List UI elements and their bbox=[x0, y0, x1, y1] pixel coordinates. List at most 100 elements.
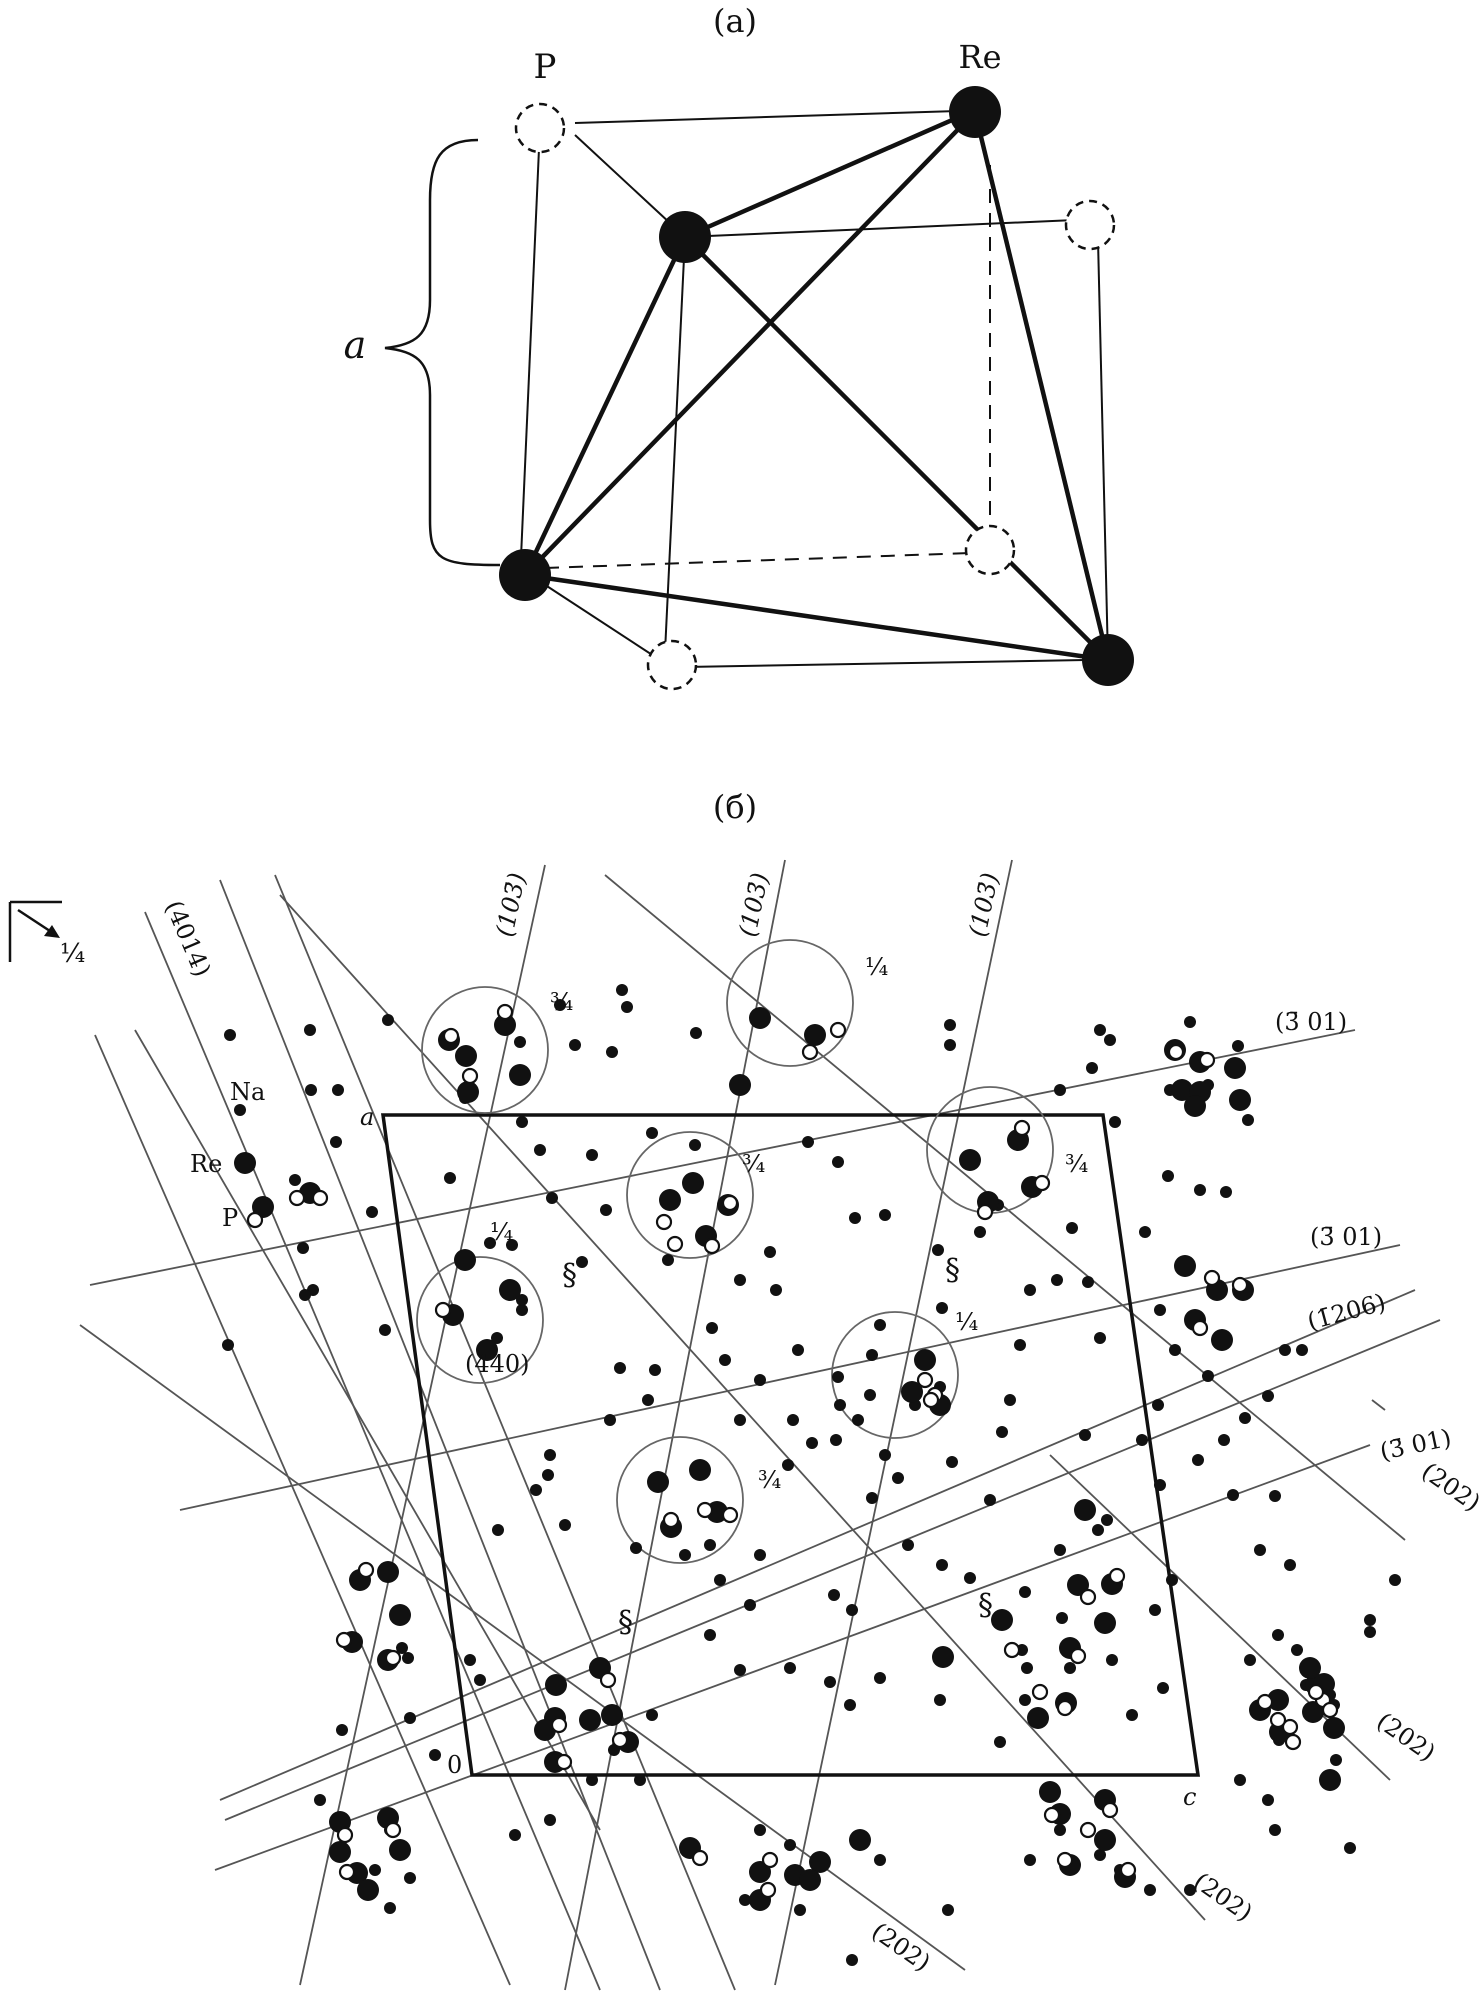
re-atom bbox=[1299, 1657, 1321, 1679]
plane-line-202-3 bbox=[79, 1324, 966, 1971]
plane-label: (3̄ 01) bbox=[1377, 1423, 1453, 1465]
p-atom bbox=[1031, 1683, 1049, 1701]
plane-label: (1̄206) bbox=[1304, 1288, 1388, 1336]
fraction-label: ¾ bbox=[550, 988, 573, 1016]
na-atom bbox=[1126, 1709, 1138, 1721]
na-atom bbox=[516, 1294, 528, 1306]
na-atom bbox=[289, 1174, 301, 1186]
na-atom bbox=[616, 984, 628, 996]
na-atom bbox=[787, 1414, 799, 1426]
re-atom bbox=[932, 1646, 954, 1668]
cell-label-origin: 0 bbox=[447, 1751, 462, 1779]
p-atom bbox=[434, 1301, 452, 1319]
p-atoms bbox=[514, 102, 1116, 691]
p-atom bbox=[1064, 199, 1116, 251]
re-atom bbox=[659, 1189, 681, 1211]
na-atom bbox=[559, 1519, 571, 1531]
na-atom bbox=[1344, 1842, 1356, 1854]
na-atom bbox=[1269, 1490, 1281, 1502]
na-atom bbox=[734, 1274, 746, 1286]
re-atom bbox=[476, 1339, 498, 1361]
na-atom bbox=[1136, 1434, 1148, 1446]
na-atom bbox=[714, 1574, 726, 1586]
na-atom bbox=[874, 1672, 886, 1684]
section-mark: § bbox=[978, 1588, 993, 1623]
na-atom bbox=[1092, 1524, 1104, 1536]
na-atom bbox=[754, 1549, 766, 1561]
na-atom bbox=[802, 1136, 814, 1148]
na-atom bbox=[734, 1664, 746, 1676]
na-atom bbox=[936, 1302, 948, 1314]
na-atom bbox=[586, 1149, 598, 1161]
p-atom bbox=[599, 1671, 617, 1689]
na-atom bbox=[224, 1029, 236, 1041]
p-atom bbox=[1056, 1851, 1074, 1869]
unit-cell bbox=[380, 1113, 1201, 1777]
plane-line-103-3 bbox=[774, 859, 1013, 1986]
plane-label: (103̄) bbox=[733, 870, 774, 939]
p-atom bbox=[691, 1849, 709, 1867]
na-atom bbox=[404, 1712, 416, 1724]
na-atom bbox=[964, 1572, 976, 1584]
section-mark: § bbox=[945, 1253, 960, 1288]
na-atom bbox=[1024, 1854, 1036, 1866]
na-atom bbox=[542, 1469, 554, 1481]
na-atom bbox=[1004, 1394, 1016, 1406]
na-atom bbox=[1284, 1559, 1296, 1571]
p-atom bbox=[1198, 1051, 1216, 1069]
p-atom bbox=[1079, 1588, 1097, 1606]
na-atom bbox=[1254, 1544, 1266, 1556]
na-atom bbox=[509, 1829, 521, 1841]
na-atom bbox=[630, 1542, 642, 1554]
na-atom bbox=[1066, 1222, 1078, 1234]
re-atom bbox=[1184, 1095, 1206, 1117]
label-a: a bbox=[344, 323, 367, 367]
plane-label: (440) bbox=[465, 1350, 530, 1378]
fraction-labels: ¾ ¼ ¾ ¾ ¼ ¼ ¾ bbox=[490, 953, 1088, 1494]
na-atom bbox=[690, 1027, 702, 1039]
na-atom bbox=[1364, 1614, 1376, 1626]
na-atom bbox=[679, 1549, 691, 1561]
p-atom bbox=[1321, 1701, 1339, 1719]
re-atom bbox=[1094, 1829, 1116, 1851]
na-atom bbox=[1051, 1274, 1063, 1286]
arrow-label: ¼ bbox=[60, 939, 85, 969]
na-atom bbox=[576, 1256, 588, 1268]
na-atom bbox=[1194, 1184, 1206, 1196]
p-atom bbox=[514, 102, 566, 154]
plane-line-4014-c bbox=[274, 874, 736, 1991]
na-atom bbox=[332, 1084, 344, 1096]
na-atom bbox=[832, 1156, 844, 1168]
panel-b-caption: (б) bbox=[713, 788, 757, 826]
na-atom bbox=[429, 1749, 441, 1761]
na-atom bbox=[1054, 1084, 1066, 1096]
p-atom bbox=[1281, 1718, 1299, 1736]
p-atom bbox=[384, 1649, 402, 1667]
na-atom bbox=[600, 1204, 612, 1216]
re-atom bbox=[1267, 1689, 1289, 1711]
p-atom bbox=[1191, 1319, 1209, 1337]
re-atom bbox=[749, 1007, 771, 1029]
na-atom bbox=[1056, 1612, 1068, 1624]
re-atom bbox=[1211, 1329, 1233, 1351]
fraction-label: ¾ bbox=[742, 1150, 765, 1178]
re-atom bbox=[682, 1172, 704, 1194]
re-atom bbox=[455, 1045, 477, 1067]
na-atom bbox=[514, 1036, 526, 1048]
na-atom bbox=[649, 1364, 661, 1376]
na-atom bbox=[642, 1394, 654, 1406]
na-atom bbox=[314, 1794, 326, 1806]
dimension-brace bbox=[384, 138, 501, 567]
na-atom bbox=[369, 1864, 381, 1876]
p-atom bbox=[655, 1213, 673, 1231]
na-atom bbox=[1232, 1040, 1244, 1052]
na-atom bbox=[544, 1814, 556, 1826]
na-atom bbox=[1269, 1824, 1281, 1836]
na-atom bbox=[946, 1456, 958, 1468]
p-atom bbox=[1101, 1801, 1119, 1819]
na-atom bbox=[1272, 1629, 1284, 1641]
re-atom bbox=[689, 1459, 711, 1481]
plane-label: (202) bbox=[1417, 1457, 1484, 1517]
plane-line-202-2 bbox=[279, 894, 1206, 1921]
plane-label: (202) bbox=[1372, 1707, 1441, 1767]
